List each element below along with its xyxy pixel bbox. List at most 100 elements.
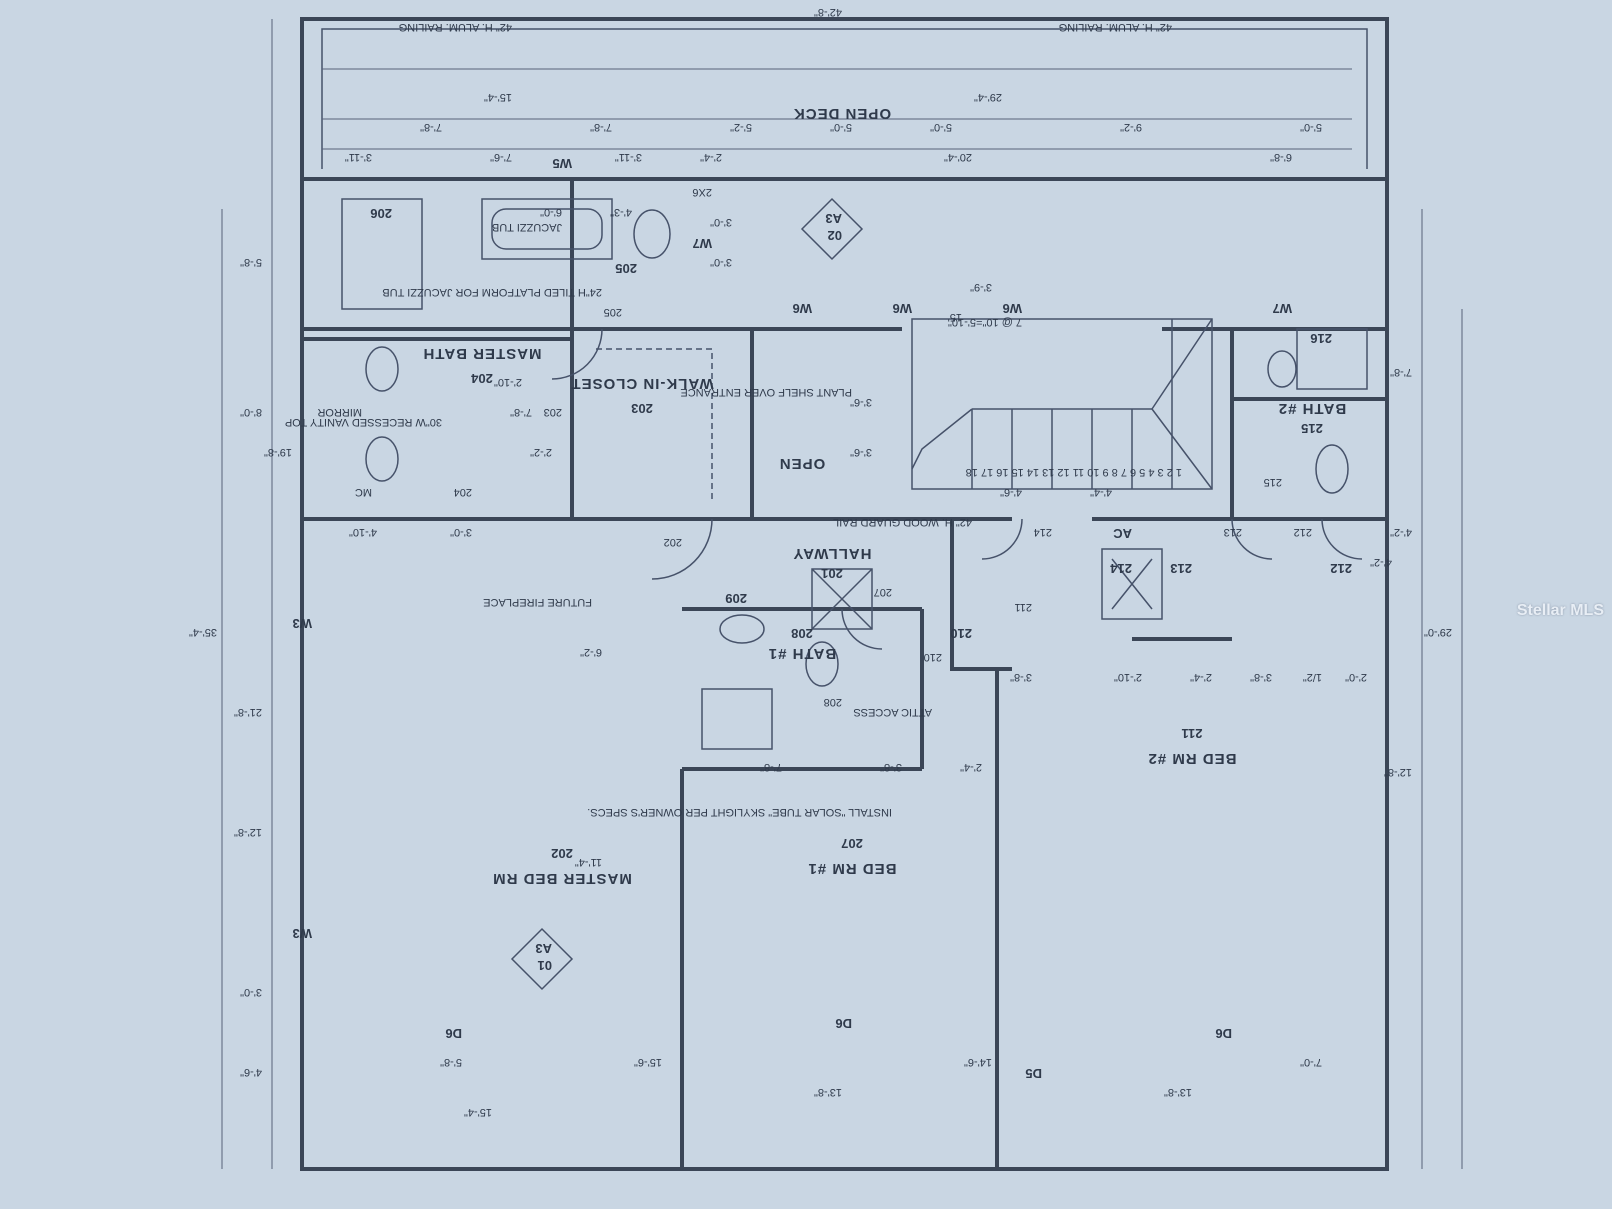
- master-bed-number: 202: [551, 846, 573, 861]
- dim-left-d: 35'-4": [189, 626, 217, 638]
- dim-bot-f: 13'-8": [814, 1086, 842, 1098]
- dim-top-overall-left: 15'-4": [484, 91, 512, 103]
- bed1-number: 207: [841, 836, 863, 851]
- dim-top-j: 3'-11": [615, 151, 642, 163]
- note-jacuzzi-dim: 6'-0": [540, 206, 562, 218]
- dim-mid-t: 3'-0": [450, 526, 472, 538]
- dim-mid-d: 3'-6": [850, 446, 872, 458]
- note-vanity: 30"W RECESSED VANITY TOP: [285, 416, 442, 428]
- dim-top-a: 7'-8": [420, 121, 442, 133]
- door-d6-a: D6: [445, 1026, 462, 1041]
- circle-202: 202: [664, 536, 682, 548]
- dim-left-c: 19'-8": [264, 446, 292, 458]
- dim-mid-m: 3'-8": [1250, 671, 1272, 683]
- note-mc: MC: [355, 486, 372, 498]
- section-02-num: 02: [828, 228, 842, 243]
- bath1-number: 208: [791, 626, 813, 641]
- note-jacuzzi: JACUZZI TUB: [492, 221, 562, 233]
- window-w5: W5: [553, 156, 573, 171]
- door-d6-b: D6: [835, 1016, 852, 1031]
- dim-mid-c: 3'-6": [850, 396, 872, 408]
- section-01-num: 01: [538, 958, 552, 973]
- dim-top-d: 5'-0": [830, 121, 852, 133]
- note-fireplace: FUTURE FIREPLACE: [483, 596, 592, 608]
- note-guard-rail: 42" H. WOOD GUARD RAIL: [833, 516, 972, 528]
- dim-mid-r: 2'-4": [960, 761, 982, 773]
- dim-left-a: 5'-8": [240, 256, 262, 268]
- circle-211: 211: [1014, 601, 1032, 613]
- fixtures: [341, 198, 1368, 750]
- window-w6-c: W6: [1003, 301, 1023, 316]
- window-w3-b: W3: [293, 616, 313, 631]
- master-bath-number: 204: [470, 371, 492, 386]
- note-mirror: MIRROR: [317, 406, 362, 418]
- dim-mid-k: 2'-10": [1114, 671, 1142, 683]
- window-w6-b: W6: [893, 301, 913, 316]
- window-w3-a: W3: [293, 926, 313, 941]
- dim-bot-d: 7'-0": [1300, 1056, 1322, 1068]
- dim-mid-a: 3'-9": [970, 281, 992, 293]
- dim-top-h: 3'-11": [345, 151, 372, 163]
- dim-mid-y: 3'-0": [710, 216, 732, 228]
- dim-bot-h: 42'-8": [814, 6, 842, 18]
- window-w7-a: W7: [1273, 301, 1293, 316]
- bath2-number: 215: [1301, 421, 1323, 436]
- note-plant-shelf: PLANT SHELF OVER ENTRANCE: [680, 386, 852, 398]
- closet-label: WALK-IN CLOSET: [570, 375, 713, 392]
- master-bath-label: MASTER BATH: [422, 345, 541, 362]
- note-solar-tube: INSTALL "SOLAR TUBE" SKYLIGHT PER OWNER'…: [587, 806, 892, 818]
- tag-214: 214: [1110, 561, 1132, 576]
- section-02-sheet: A3: [825, 211, 842, 226]
- dim-mid-o: 2'-0": [1345, 671, 1367, 683]
- dim-top-overall-right: 29'-4": [974, 91, 1002, 103]
- dim-mid-w: 2'-10": [494, 376, 522, 388]
- tag-212: 212: [1330, 561, 1352, 576]
- open-label: OPEN: [779, 455, 826, 472]
- note-stairs: 7 @ 10"=5'-10": [948, 316, 1022, 328]
- staircase: [911, 318, 1213, 490]
- note-railing-left: 42" H. ALUM. RAILING: [399, 21, 512, 33]
- dim-top-m: 6'-8": [1270, 151, 1292, 163]
- circle-208: 208: [824, 696, 842, 708]
- tag-206: 206: [370, 206, 392, 221]
- room-labels: MASTER BED RM 202 BED RM #1 207 BED RM #…: [422, 105, 1346, 887]
- window-w7-b: W7: [693, 236, 713, 251]
- bath2-label: BATH #2: [1278, 400, 1346, 417]
- bed2-label: BED RM #2: [1147, 750, 1236, 767]
- circle-210: 210: [924, 651, 942, 663]
- bed1-label: BED RM #1: [807, 860, 896, 877]
- tag-210: 210: [950, 626, 972, 641]
- dim-top-i: 7'-6": [490, 151, 512, 163]
- dim-mid-i: 11'-4": [575, 856, 602, 868]
- dim-top-l: 20'-4": [944, 151, 972, 163]
- circle-205: 205: [604, 306, 622, 318]
- circle-215: 215: [1264, 476, 1282, 488]
- dim-mid-l: 2'-4": [1190, 671, 1212, 683]
- dim-left-b: 8'-0": [240, 406, 262, 418]
- dim-mid-f: 4'-4": [1090, 486, 1112, 498]
- dim-bot-e: 15'-4": [464, 1106, 492, 1118]
- dim-mid-x: 3'-0": [710, 256, 732, 268]
- bed2-number: 211: [1182, 726, 1203, 741]
- section-markers: 01 A3 02 A3: [510, 197, 864, 991]
- window-tags: W3 W3 W5 W6 W6 W6 W7 W7 D5 D6 D6 D6: [293, 156, 1293, 1081]
- dim-mid-z: 4'-3": [610, 206, 632, 218]
- dimension-lines: [221, 19, 1463, 1169]
- dim-mid-j: 3'-8": [1010, 671, 1032, 683]
- dim-mid-s: 4'-10": [349, 526, 377, 538]
- notes: JACUZZI TUB 6'-0" 24"H TILED PLATFORM FO…: [285, 21, 1182, 818]
- door-tags: 205 206 209 210 212 213 214 216 AC 202 2…: [370, 206, 1352, 708]
- dim-mid-g: 4'-2": [1370, 556, 1392, 568]
- stair-numbers: 1 2 3 4 5 6 7 8 9 10 11 12 13 14 15 16 1…: [966, 466, 1182, 478]
- dim-top-g: 5'-0": [1300, 121, 1322, 133]
- dim-top-e: 5'-0": [930, 121, 952, 133]
- tag-ac: AC: [1113, 526, 1132, 541]
- dim-right-b: 4'-2": [1390, 526, 1412, 538]
- note-attic: ATTIC ACCESS: [853, 706, 932, 718]
- door-d5: D5: [1025, 1066, 1042, 1081]
- dim-mid-q: 3'-8": [880, 761, 902, 773]
- circle-212: 212: [1294, 526, 1312, 538]
- dim-mid-e: 4'-6": [1000, 486, 1022, 498]
- dim-mid-h: 6'-2": [580, 646, 602, 658]
